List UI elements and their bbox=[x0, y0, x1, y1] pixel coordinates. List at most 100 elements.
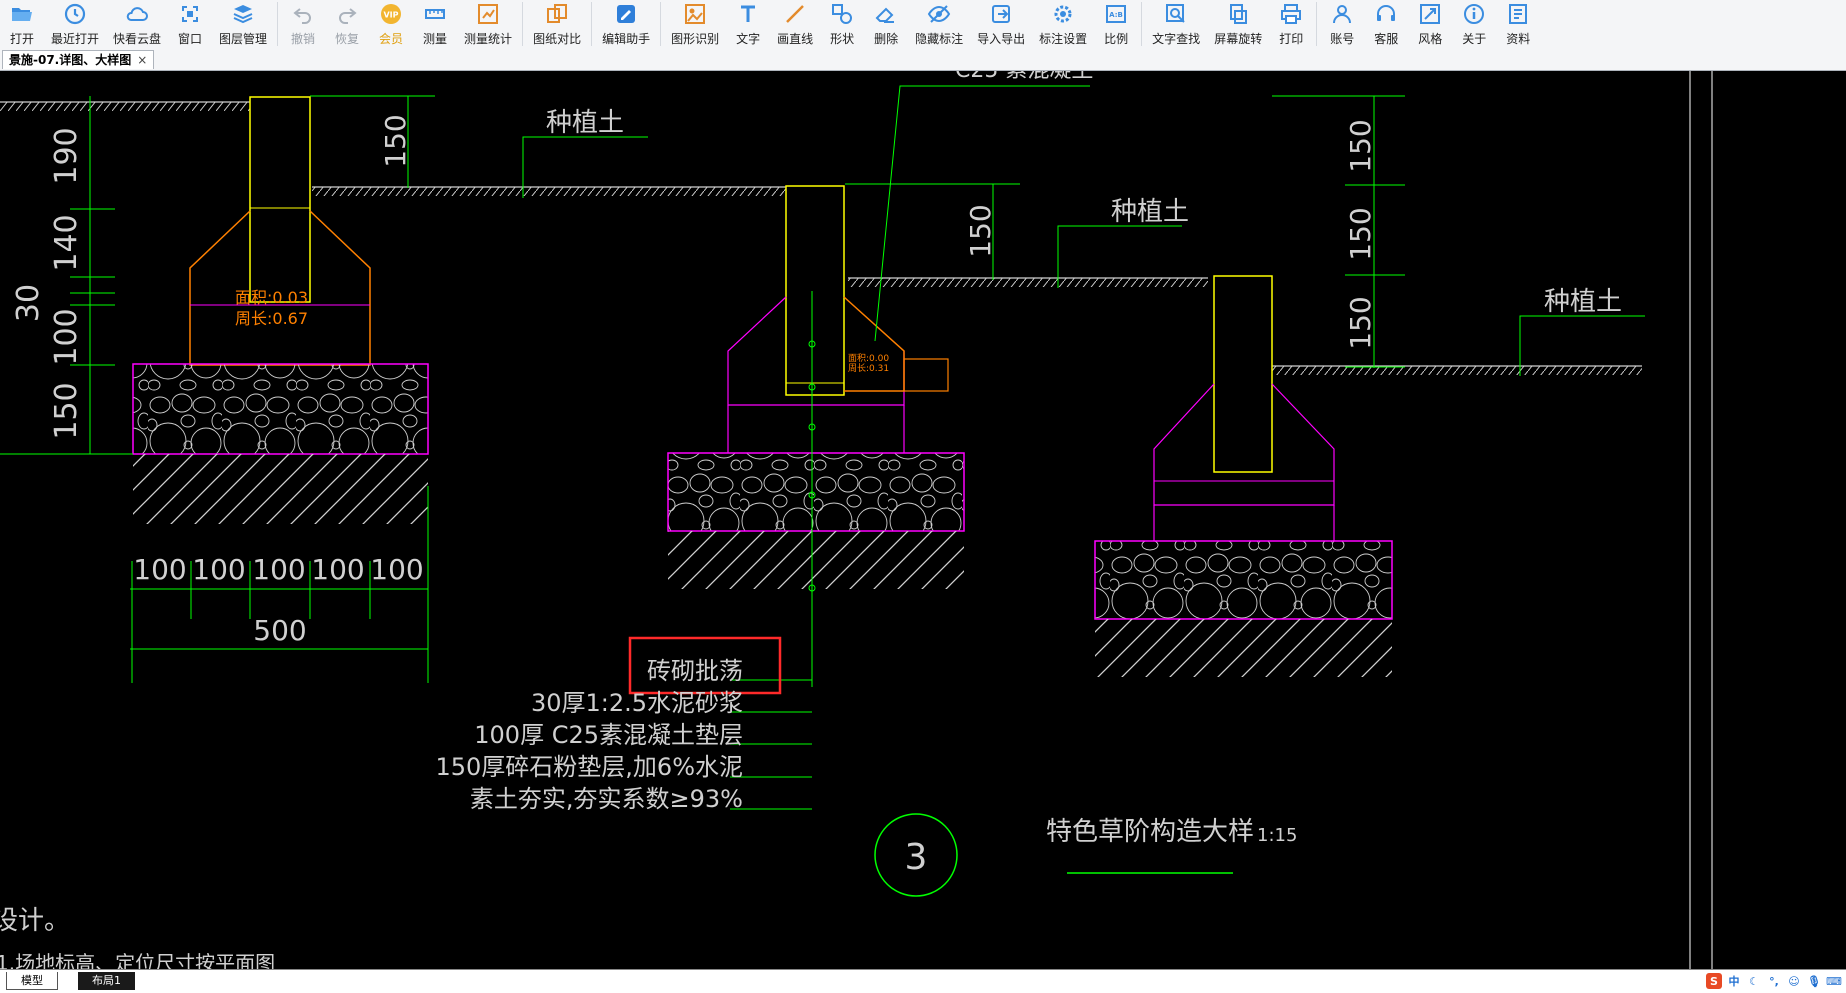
layers-label: 图层管理 bbox=[219, 32, 268, 46]
ground-hatch bbox=[1272, 366, 1642, 375]
measure-stats-button[interactable]: 测量统计 bbox=[457, 0, 519, 48]
delete-label: 删除 bbox=[874, 32, 899, 46]
dim-bottom-5: 100 bbox=[370, 553, 423, 586]
highlight-box[interactable] bbox=[628, 636, 782, 695]
sogou-ime-icon[interactable]: S bbox=[1706, 973, 1722, 989]
stats-icon bbox=[478, 4, 499, 24]
layer-label-4: 素土夯实,夯实系数≥93% bbox=[470, 785, 743, 813]
redo-icon bbox=[339, 8, 357, 24]
mark-settings-button[interactable]: 标注设置 bbox=[1032, 0, 1094, 48]
line-label: 画直线 bbox=[777, 32, 814, 46]
dim-150-mid: 150 bbox=[964, 204, 997, 257]
ground-hatch bbox=[0, 102, 250, 111]
gravel-bed bbox=[132, 363, 429, 455]
compare-button[interactable]: 图纸对比 bbox=[526, 0, 588, 48]
section-right: 150 150 150 种植土 bbox=[1094, 95, 1645, 677]
undo-icon bbox=[293, 8, 311, 24]
planting-soil-label: 种植土 bbox=[546, 108, 624, 138]
vip-button[interactable]: VIP 会员 bbox=[369, 0, 413, 48]
style-label: 风格 bbox=[1418, 32, 1443, 46]
edit-helper-button[interactable]: 编辑助手 bbox=[595, 0, 657, 48]
measure-button[interactable]: 测量 bbox=[413, 0, 457, 48]
moon-icon[interactable]: ☾ bbox=[1749, 974, 1759, 988]
microphone-icon[interactable]: 🎙 bbox=[1807, 974, 1821, 988]
close-tab-icon[interactable]: × bbox=[137, 53, 148, 67]
rotate-icon bbox=[1230, 4, 1248, 24]
dim-150-left: 150 bbox=[49, 382, 84, 439]
text-button[interactable]: 文字 bbox=[726, 0, 770, 48]
concrete-label: C25 素混凝土 bbox=[955, 71, 1093, 83]
text-find-button[interactable]: 文字查找 bbox=[1145, 0, 1207, 48]
open-label: 打开 bbox=[9, 32, 34, 46]
import-export-button[interactable]: 导入导出 bbox=[970, 0, 1032, 48]
leader-line bbox=[874, 85, 1090, 342]
layer-label-3: 150厚碎石粉垫层,加6%水泥 bbox=[435, 753, 743, 781]
document-tab[interactable]: 景施-07.详图、大样图 × bbox=[2, 50, 155, 69]
punctuation-icon[interactable]: °, bbox=[1769, 974, 1779, 988]
layout-tab[interactable]: 布局1 bbox=[78, 972, 135, 990]
ruler-icon bbox=[425, 9, 446, 19]
dimension-ticks bbox=[131, 486, 429, 683]
about-button[interactable]: 关于 bbox=[1452, 0, 1496, 48]
drawing-canvas[interactable]: 面积:0.03 周长:0.67 190 140 30 100 150 150 种… bbox=[0, 71, 1846, 969]
resources-button[interactable]: 资料 bbox=[1496, 0, 1540, 48]
redo-button[interactable]: 恢复 bbox=[325, 0, 369, 48]
hide-mark-label: 隐藏标注 bbox=[915, 32, 964, 46]
account-button[interactable]: 账号 bbox=[1320, 0, 1364, 48]
section-left: 面积:0.03 周长:0.67 190 140 30 100 150 150 种… bbox=[0, 95, 792, 683]
model-tab[interactable]: 模型 bbox=[6, 972, 58, 990]
vip-badge-icon: VIP bbox=[381, 4, 402, 24]
gravel-bed bbox=[1094, 540, 1393, 620]
window-button[interactable]: 窗口 bbox=[168, 0, 212, 48]
cad-drawing: 面积:0.03 周长:0.67 190 140 30 100 150 150 种… bbox=[0, 71, 1713, 969]
plaster-outline bbox=[903, 358, 949, 392]
layout-tab-bar: 模型 布局1 S 中 ☾ °, ☺ 🎙 ⌨ bbox=[0, 969, 1846, 993]
layers-button[interactable]: 图层管理 bbox=[212, 0, 274, 48]
service-button[interactable]: 客服 bbox=[1364, 0, 1408, 48]
area-label: 面积:0.03 bbox=[235, 288, 308, 307]
scale-button[interactable]: A:B 比例 bbox=[1094, 0, 1138, 48]
open-button[interactable]: 打开 bbox=[0, 0, 44, 48]
compare-label: 图纸对比 bbox=[533, 32, 582, 46]
user-icon bbox=[1333, 5, 1352, 24]
dim-bottom-4: 100 bbox=[311, 553, 364, 586]
recent-label: 最近打开 bbox=[51, 32, 100, 46]
document-tab-bar: 景施-07.详图、大样图 × bbox=[0, 48, 1846, 71]
compacted-soil bbox=[133, 454, 428, 524]
detail-number-circle bbox=[874, 813, 958, 897]
printer-icon bbox=[1281, 4, 1302, 24]
note-fragment: 1.场地标高、定位尺寸按平面图 bbox=[0, 951, 275, 969]
area-label-small: 面积:0.00 bbox=[848, 352, 889, 364]
leader-line bbox=[522, 136, 648, 198]
cloud-button[interactable]: 快看云盘 bbox=[106, 0, 168, 48]
screen-rotate-button[interactable]: 屏幕旋转 bbox=[1207, 0, 1269, 48]
search-icon bbox=[1166, 4, 1185, 23]
note-fragment: 设计。 bbox=[0, 906, 70, 936]
hide-mark-button[interactable]: 隐藏标注 bbox=[908, 0, 970, 48]
detail-number: 3 bbox=[905, 837, 928, 878]
edit-helper-label: 编辑助手 bbox=[602, 32, 651, 46]
import-export-label: 导入导出 bbox=[977, 32, 1026, 46]
line-button[interactable]: 画直线 bbox=[770, 0, 820, 48]
chinese-mode-icon[interactable]: 中 bbox=[1728, 975, 1740, 988]
dim-150-r1: 150 bbox=[1344, 119, 1377, 172]
folder-open-icon bbox=[12, 8, 32, 21]
text-icon bbox=[741, 5, 756, 22]
dimension-ticks bbox=[1272, 95, 1405, 368]
compare-icon bbox=[547, 4, 568, 23]
shape-button[interactable]: 形状 bbox=[820, 0, 864, 48]
emoji-icon[interactable]: ☺ bbox=[1788, 974, 1800, 988]
undo-button[interactable]: 撤销 bbox=[281, 0, 325, 48]
compacted-soil bbox=[1095, 619, 1392, 677]
shape-recog-button[interactable]: 图形识别 bbox=[664, 0, 726, 48]
print-button[interactable]: 打印 bbox=[1269, 0, 1313, 48]
delete-button[interactable]: 删除 bbox=[864, 0, 908, 48]
concrete-pier bbox=[785, 185, 845, 396]
edit-helper-icon bbox=[617, 5, 636, 23]
style-button[interactable]: 风格 bbox=[1408, 0, 1452, 48]
recent-button[interactable]: 最近打开 bbox=[44, 0, 106, 48]
keyboard-icon[interactable]: ⌨ bbox=[1826, 974, 1842, 988]
layer-label-2: 100厚 C25素混凝土垫层 bbox=[474, 721, 743, 749]
scale-badge-text: A:B bbox=[1109, 11, 1123, 19]
resources-label: 资料 bbox=[1506, 32, 1531, 46]
